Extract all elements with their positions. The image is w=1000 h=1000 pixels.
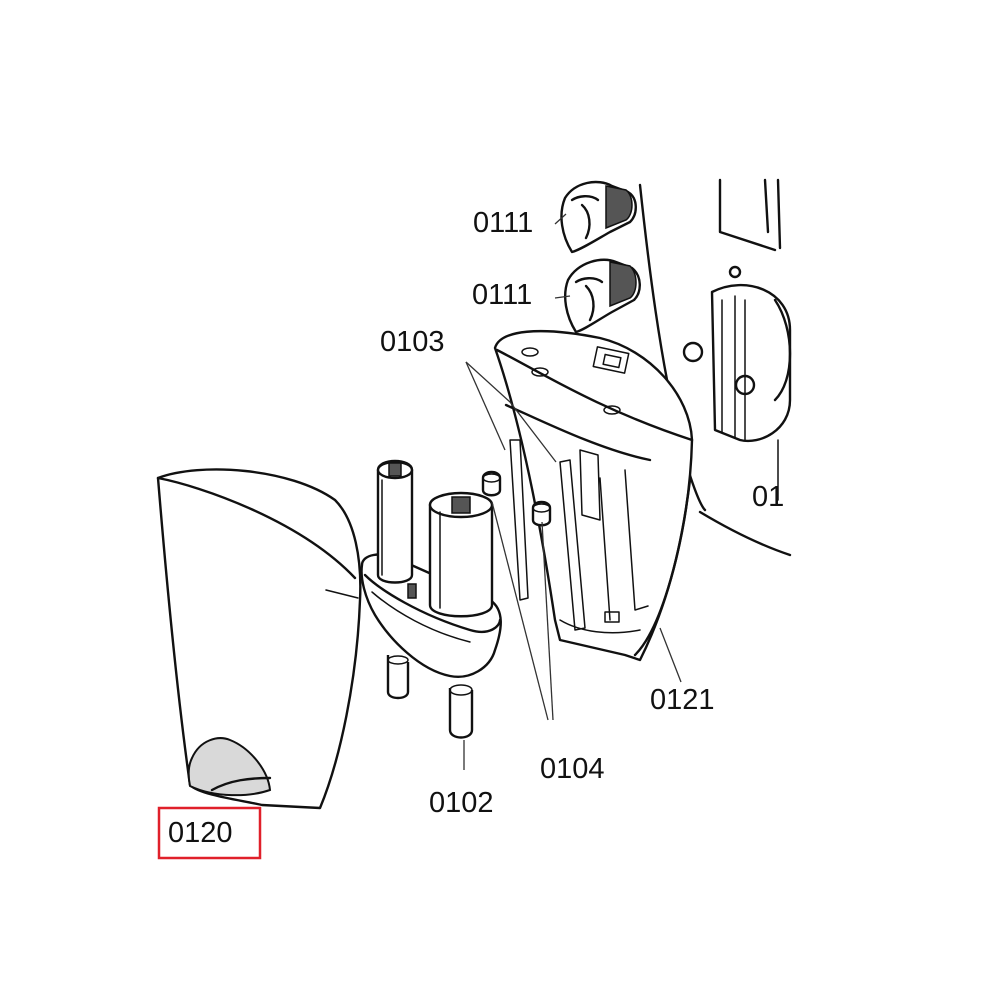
label-0120: 0120 (168, 817, 233, 849)
machine-body (638, 178, 792, 557)
highlight-box (157, 806, 262, 860)
knob-lower (564, 258, 641, 334)
cover-0120 (156, 468, 362, 810)
label-0111-lower: 0111 (472, 279, 532, 311)
label-0111-upper: 0111 (473, 207, 533, 239)
label-0102: 0102 (429, 787, 494, 819)
label-0104: 0104 (540, 753, 605, 785)
label-0121: 0121 (650, 684, 715, 716)
filter-assembly-0102 (360, 459, 502, 739)
pins-0104 (481, 470, 552, 527)
leader-lines (463, 213, 682, 770)
label-01-truncated: 01 (752, 481, 784, 513)
knob-upper (560, 180, 637, 254)
part-labels: 0111 0111 0103 01 0121 0104 0102 0120 (157, 207, 784, 860)
housing-0121 (493, 329, 694, 662)
label-0103: 0103 (380, 326, 445, 358)
